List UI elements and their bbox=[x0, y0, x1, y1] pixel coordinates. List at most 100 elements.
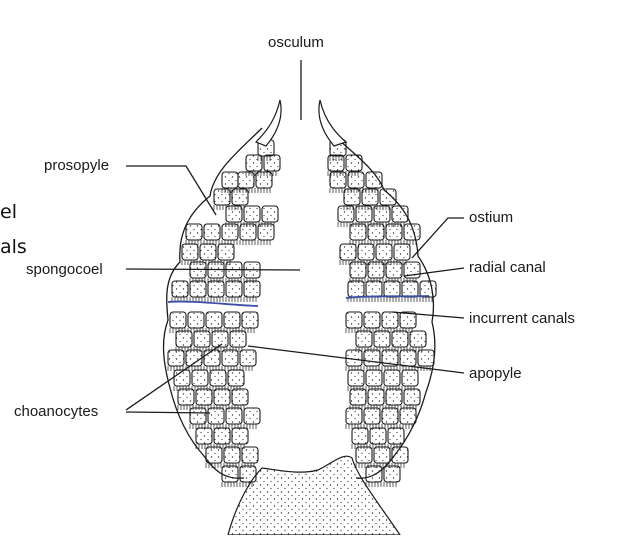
left-cell bbox=[221, 349, 239, 367]
left-cell bbox=[209, 369, 227, 387]
right-cell bbox=[363, 311, 381, 329]
right-cell bbox=[347, 171, 365, 189]
clipped-text-fragment-1: el bbox=[0, 201, 17, 223]
left-cell bbox=[239, 223, 257, 241]
left-cell bbox=[203, 223, 221, 241]
right-cell bbox=[349, 388, 367, 406]
left-cell bbox=[213, 427, 231, 445]
right-cell bbox=[417, 349, 435, 367]
right-cell bbox=[379, 188, 397, 206]
right-cell bbox=[367, 388, 385, 406]
left-cell bbox=[221, 171, 239, 189]
right-cell bbox=[385, 261, 403, 279]
right-cell bbox=[355, 205, 373, 223]
right-cell bbox=[363, 349, 381, 367]
right-cell bbox=[387, 427, 405, 445]
left-cell bbox=[231, 427, 249, 445]
right-cell bbox=[349, 261, 367, 279]
label-spongocoel: spongocoel bbox=[26, 261, 103, 278]
left-cell bbox=[241, 311, 259, 329]
left-cell bbox=[195, 388, 213, 406]
right-cell bbox=[365, 171, 383, 189]
left-cell bbox=[185, 223, 203, 241]
left-cell bbox=[225, 205, 243, 223]
left-cell bbox=[225, 407, 243, 425]
left-cell bbox=[167, 349, 185, 367]
right-cell bbox=[363, 407, 381, 425]
left-cell bbox=[171, 280, 189, 298]
left-cell bbox=[169, 311, 187, 329]
right-cell bbox=[339, 243, 357, 261]
right-cell bbox=[367, 223, 385, 241]
left-cell bbox=[229, 330, 247, 348]
right-cell bbox=[399, 311, 417, 329]
cut-mark-right bbox=[345, 295, 429, 299]
right-cell bbox=[381, 407, 399, 425]
left-cell bbox=[255, 171, 273, 189]
right-cell bbox=[345, 311, 363, 329]
right-cell bbox=[373, 330, 391, 348]
right-cell bbox=[347, 280, 365, 298]
right-cell bbox=[357, 243, 375, 261]
left-cell bbox=[241, 446, 259, 464]
label-radial-canal: radial canal bbox=[469, 259, 546, 276]
label-ostium: ostium bbox=[469, 209, 514, 226]
left-cell bbox=[239, 349, 257, 367]
spongocoel-leader bbox=[125, 268, 301, 271]
label-incurrent-canals: incurrent canals bbox=[469, 310, 575, 327]
left-cell bbox=[263, 154, 281, 172]
left-cell bbox=[231, 188, 249, 206]
right-cell bbox=[403, 223, 421, 241]
right-cell bbox=[419, 280, 437, 298]
left-body-wall bbox=[162, 127, 281, 487]
right-cell bbox=[401, 369, 419, 387]
left-cell bbox=[187, 311, 205, 329]
right-cell bbox=[345, 407, 363, 425]
right-cell bbox=[369, 427, 387, 445]
clipped-text-fragment-2: als bbox=[0, 236, 27, 258]
left-cell bbox=[207, 280, 225, 298]
osculum-rim bbox=[254, 99, 348, 147]
label-choanocytes: choanocytes bbox=[14, 403, 99, 420]
incurrent-canals-leader bbox=[391, 311, 465, 319]
left-cell bbox=[213, 388, 231, 406]
left-cell bbox=[195, 427, 213, 445]
left-cell bbox=[207, 407, 225, 425]
left-cell bbox=[211, 330, 229, 348]
left-cell bbox=[245, 154, 263, 172]
left-cell bbox=[221, 465, 239, 483]
osculum-rim-right bbox=[318, 99, 348, 147]
right-cell bbox=[373, 205, 391, 223]
left-cell bbox=[243, 205, 261, 223]
left-cell bbox=[205, 446, 223, 464]
left-cell bbox=[189, 407, 207, 425]
right-cell bbox=[347, 369, 365, 387]
label-prosopyle: prosopyle bbox=[44, 157, 110, 174]
left-outer-contour bbox=[162, 127, 263, 479]
right-cell bbox=[399, 407, 417, 425]
cut-marks bbox=[167, 295, 429, 307]
right-cell bbox=[365, 369, 383, 387]
left-cell bbox=[189, 280, 207, 298]
label-osculum: osculum bbox=[268, 34, 324, 51]
osculum-rim-left bbox=[254, 99, 282, 147]
right-cell bbox=[349, 223, 367, 241]
right-cell bbox=[403, 388, 421, 406]
leader-lines bbox=[125, 60, 465, 414]
left-cell bbox=[257, 223, 275, 241]
left-cell bbox=[191, 369, 209, 387]
ostium-leader bbox=[411, 217, 464, 259]
left-cell bbox=[227, 369, 245, 387]
left-cell bbox=[199, 243, 217, 261]
left-cell bbox=[175, 330, 193, 348]
right-cell bbox=[385, 388, 403, 406]
right-cell bbox=[361, 188, 379, 206]
left-cell bbox=[193, 330, 211, 348]
left-cell bbox=[243, 280, 261, 298]
right-cell bbox=[381, 349, 399, 367]
left-cell bbox=[173, 369, 191, 387]
label-apopyle: apopyle bbox=[469, 365, 522, 382]
left-cell bbox=[181, 243, 199, 261]
